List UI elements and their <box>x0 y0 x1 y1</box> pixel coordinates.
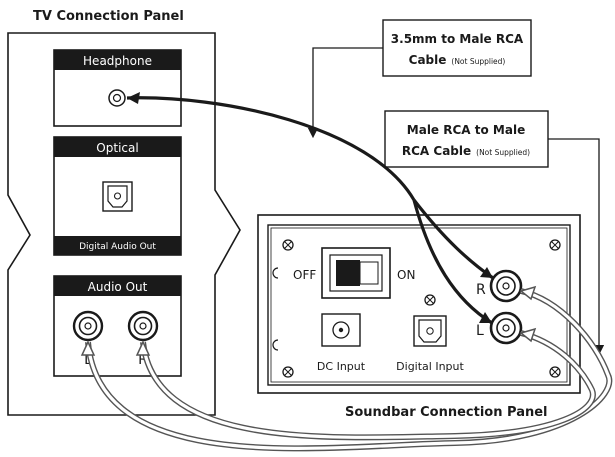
dc-input-port-icon[interactable] <box>321 313 361 347</box>
soundbar-rca-right-jack-icon[interactable] <box>489 269 523 303</box>
callout-rca-line2-group: RCA Cable (Not Supplied) <box>402 144 530 158</box>
callout-35mm-leader <box>307 47 383 139</box>
callout-rca-line1: Male RCA to Male <box>407 123 525 137</box>
tv-rca-right-jack-icon[interactable] <box>127 310 159 342</box>
tv-rca-left-jack-icon[interactable] <box>72 310 104 342</box>
digital-audio-out-label: Digital Audio Out <box>79 242 156 252</box>
callout-rca-note: (Not Supplied) <box>476 148 530 157</box>
screw-icon <box>424 294 436 306</box>
audio-out-label: Audio Out <box>88 280 148 294</box>
cable-rca-to-rca <box>80 285 613 452</box>
optical-port-icon[interactable] <box>102 181 133 212</box>
digital-input-port-icon[interactable] <box>413 315 447 347</box>
soundbar-l-label: L <box>476 323 484 339</box>
callout-rca-cable: Male RCA to Male RCA Cable (Not Supplied) <box>384 110 549 168</box>
power-switch[interactable] <box>321 247 391 299</box>
callout-35mm-line2: Cable <box>409 53 447 67</box>
headphone-label: Headphone <box>83 54 152 68</box>
headphone-jack-icon[interactable] <box>108 89 126 107</box>
callout-rca-leader <box>548 138 605 356</box>
screw-icon <box>549 239 561 251</box>
optical-label: Optical <box>96 141 138 155</box>
screw-icon <box>282 239 294 251</box>
dc-input-label: DC Input <box>317 360 366 373</box>
callout-35mm-line2-group: Cable (Not Supplied) <box>409 53 506 67</box>
soundbar-panel-title: Soundbar Connection Panel <box>345 405 548 420</box>
tv-panel-title: TV Connection Panel <box>33 9 184 24</box>
screw-icon <box>282 366 294 378</box>
callout-35mm-cable: 3.5mm to Male RCA Cable (Not Supplied) <box>382 19 532 77</box>
cable-35mm-to-rca <box>126 92 494 325</box>
callout-35mm-line1: 3.5mm to Male RCA <box>391 32 524 46</box>
callout-35mm-note: (Not Supplied) <box>451 57 505 66</box>
off-label: OFF <box>293 268 316 282</box>
optical-port-box: Optical Digital Audio Out <box>53 136 182 256</box>
soundbar-panel: OFF ON DC Input Digital Input R <box>257 214 581 394</box>
headphone-port-box: Headphone <box>53 49 182 127</box>
tv-right-label: R <box>138 352 148 368</box>
soundbar-rca-left-jack-icon[interactable] <box>489 311 523 345</box>
soundbar-r-label: R <box>476 282 486 298</box>
audio-out-box: Audio Out L R <box>53 275 182 377</box>
callout-rca-line2: RCA Cable <box>402 144 471 158</box>
on-label: ON <box>397 268 415 282</box>
digital-input-label: Digital Input <box>396 360 464 373</box>
screw-icon <box>549 366 561 378</box>
